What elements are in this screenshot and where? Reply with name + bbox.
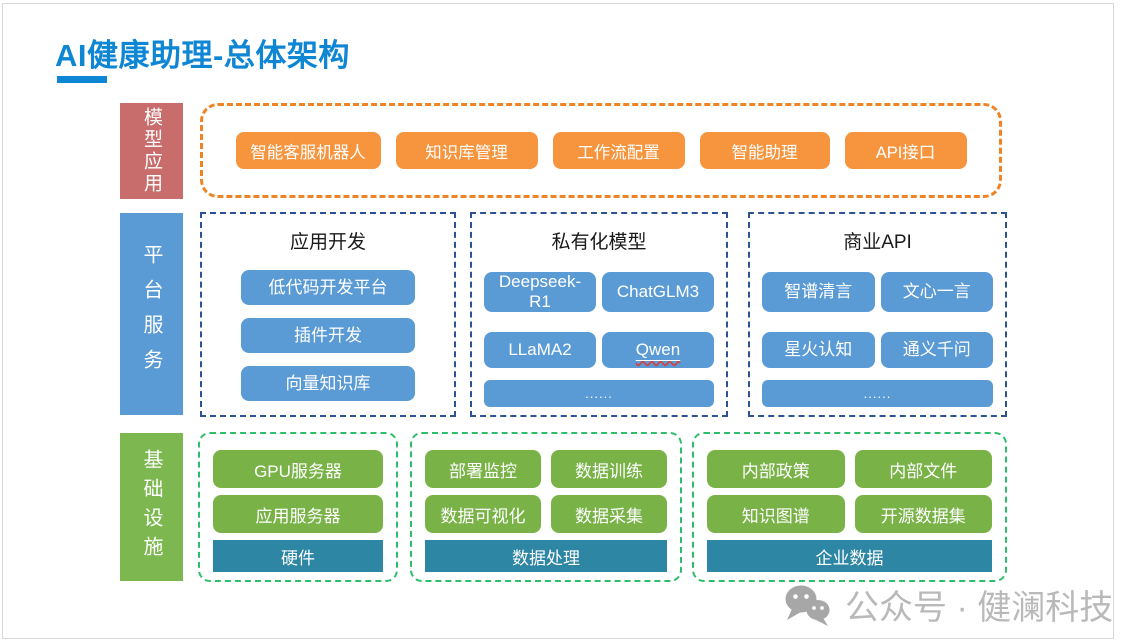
qwen-label: Qwen	[635, 340, 681, 360]
infra-group-data-processing: 部署监控 数据训练 数据可视化 数据采集 数据处理	[410, 432, 682, 582]
infra-item-button: 应用服务器	[213, 495, 383, 533]
more-apis-bar: ......	[762, 380, 993, 407]
group-title-app-dev: 应用开发	[289, 232, 366, 253]
infra-item-button: GPU服务器	[213, 450, 383, 488]
group-title-private-models: 私有化模型	[551, 232, 647, 253]
infra-group-hardware: GPU服务器 应用服务器 硬件	[198, 432, 398, 582]
infra-item-button: 部署监控	[425, 450, 541, 488]
platform-group-private-models: 私有化模型 Deepseek-R1 ChatGLM3 LLaMA2 Qwen .…	[470, 212, 728, 417]
infra-footer-bar: 硬件	[213, 540, 383, 572]
platform-item-button: 星火认知	[762, 332, 875, 368]
model-application-container: 智能客服机器人 知识库管理 工作流配置 智能助理 API接口	[200, 103, 1002, 198]
platform-item-button: 低代码开发平台	[241, 270, 415, 305]
page-title: AI健康助理-总体架构	[55, 38, 350, 73]
watermark: 公众号 · 健澜科技	[783, 580, 1113, 629]
platform-item-button: Deepseek-R1	[484, 272, 596, 312]
infra-item-button: 内部文件	[854, 450, 992, 488]
layer-label-platform-services: 平台服务	[120, 213, 183, 415]
platform-item-button: 向量知识库	[241, 366, 415, 401]
infra-item-button: 内部政策	[707, 450, 845, 488]
infra-footer-bar: 企业数据	[707, 540, 992, 572]
wechat-icon	[783, 583, 833, 627]
more-models-bar: ......	[484, 380, 714, 407]
platform-item-button: 智谱清言	[762, 272, 875, 312]
platform-item-button: 文心一言	[880, 272, 993, 312]
group-title-commercial-api: 商业API	[843, 232, 912, 253]
model-app-button: 工作流配置	[552, 132, 685, 169]
title-underline	[57, 76, 107, 83]
platform-item-button: ChatGLM3	[602, 272, 714, 312]
infra-item-button: 知识图谱	[707, 495, 845, 533]
model-app-button: 智能助理	[699, 132, 830, 169]
model-app-button: 知识库管理	[395, 132, 538, 169]
platform-item-button: 插件开发	[241, 318, 415, 353]
platform-item-button: 通义千问	[880, 332, 993, 368]
model-app-button: 智能客服机器人	[235, 132, 381, 169]
layer-label-model-application: 模型应用	[120, 103, 183, 199]
platform-item-button: LLaMA2	[484, 332, 596, 368]
layer-label-infrastructure: 基础设施	[120, 433, 183, 581]
infra-item-button: 开源数据集	[854, 495, 992, 533]
platform-item-button: Qwen	[602, 332, 714, 368]
platform-group-commercial-api: 商业API 智谱清言 文心一言 星火认知 通义千问 ......	[748, 212, 1007, 417]
infra-item-button: 数据训练	[551, 450, 667, 488]
infra-item-button: 数据可视化	[425, 495, 541, 533]
infra-footer-bar: 数据处理	[425, 540, 667, 572]
model-app-button: API接口	[844, 132, 967, 169]
watermark-text: 公众号 · 健澜科技	[845, 589, 1114, 627]
infra-item-button: 数据采集	[551, 495, 667, 533]
infra-group-enterprise-data: 内部政策 内部文件 知识图谱 开源数据集 企业数据	[692, 432, 1007, 582]
platform-group-app-dev: 应用开发 低代码开发平台 插件开发 向量知识库	[200, 212, 456, 417]
